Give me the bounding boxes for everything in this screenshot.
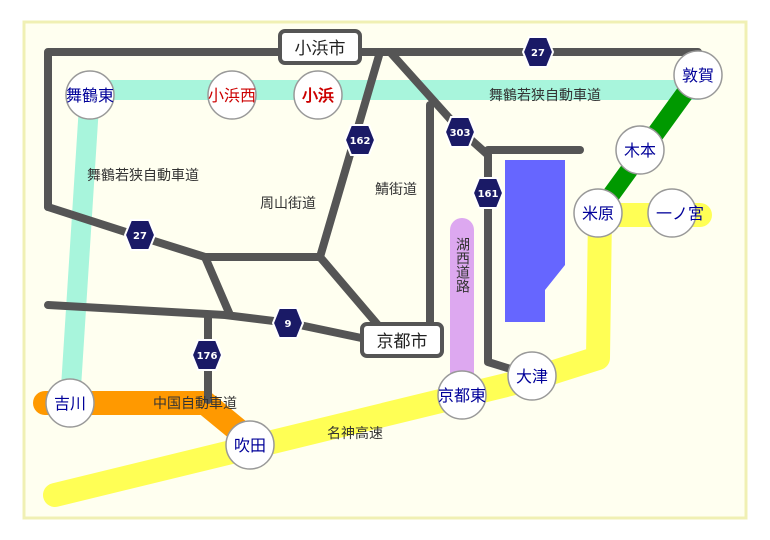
- ic-circle: [507, 351, 557, 401]
- ic-name: 大津: [516, 367, 548, 386]
- expressway-maizuru-wakasa-left: [60, 80, 100, 413]
- ic-circle: [673, 50, 723, 100]
- ic-yoshikawa: 吉川: [45, 378, 95, 428]
- ic-circle: [65, 70, 115, 120]
- ic-kinomoto: 木本: [615, 125, 665, 175]
- route-number: 27: [133, 231, 147, 242]
- road-label-kosei: 湖西道路: [454, 237, 470, 293]
- ic-name: 木本: [624, 141, 656, 160]
- ic-name: 小浜西: [208, 86, 256, 105]
- road-9: [44, 301, 399, 349]
- ic-circle: [207, 70, 257, 120]
- ic-name: 敦賀: [682, 66, 714, 85]
- ic-circle: [573, 188, 623, 238]
- ic-obama: 小浜: [293, 70, 343, 120]
- ic-circle: [45, 378, 95, 428]
- route-number: 27: [531, 48, 545, 59]
- route-badge-162: 162: [343, 124, 377, 156]
- route-badge-shape: [471, 177, 505, 209]
- ic-circle: [293, 70, 343, 120]
- route-number: 176: [197, 351, 218, 362]
- map-frame: [22, 20, 748, 520]
- route-number: 161: [478, 189, 499, 200]
- route-badge-shape: [443, 116, 477, 148]
- ic-name: 吉川: [54, 394, 86, 413]
- ic-suita: 吹田: [225, 420, 275, 470]
- ic-circle: [615, 125, 665, 175]
- ic-maizuru-higashi: 舞鶴東: [65, 70, 115, 120]
- route-badge-303: 303: [443, 116, 477, 148]
- ic-circle: [225, 420, 275, 470]
- ic-tsuruga: 敦賀: [673, 50, 723, 100]
- ic-name: 舞鶴東: [66, 86, 114, 105]
- road-labels: 舞鶴若狭自動車道 舞鶴若狭自動車道 周山街道 鯖街道 湖西道路 中国自動車道 名…: [87, 87, 601, 442]
- ic-name: 京都東: [438, 386, 486, 405]
- route-badge-shape: [123, 219, 157, 251]
- city-kyoto: 京都市: [360, 322, 444, 358]
- ic-kyoto-higashi: 京都東: [437, 370, 487, 420]
- ic-circle: [437, 370, 487, 420]
- route-number: 162: [350, 136, 371, 147]
- ic-circle: [647, 188, 697, 238]
- national-road-layer: [44, 48, 702, 404]
- city-box-frame: [360, 322, 444, 358]
- route-badge-27-left: 27: [123, 219, 157, 251]
- ic-name: 吹田: [234, 436, 266, 455]
- route-badge-shape: [271, 307, 305, 339]
- ic-ichinomiya: 一ノ宮: [647, 188, 704, 238]
- road-link-a: [201, 253, 234, 319]
- city-box-frame: [278, 29, 362, 65]
- road-label-maizuru-wakasa-top: 舞鶴若狭自動車道: [489, 87, 601, 104]
- city-name: 小浜市: [295, 39, 346, 59]
- city-obama: 小浜市: [278, 29, 362, 65]
- city-name: 京都市: [377, 332, 428, 352]
- route-badge-27-top: 27: [521, 36, 555, 68]
- ic-name: 米原: [582, 204, 614, 223]
- route-number: 9: [285, 319, 292, 330]
- route-badge-9: 9: [271, 307, 305, 339]
- route-badge-shape: [343, 124, 377, 156]
- road-label-meishin: 名神高速: [327, 425, 383, 442]
- road-label-maizuru-wakasa-left: 舞鶴若狭自動車道: [87, 167, 199, 184]
- road-label-saba: 鯖街道: [375, 182, 417, 198]
- route-number: 303: [450, 128, 471, 139]
- route-badge-176: 176: [190, 339, 224, 371]
- route-badge-161: 161: [471, 177, 505, 209]
- ic-otsu: 大津: [507, 351, 557, 401]
- route-badge-shape: [521, 36, 555, 68]
- route-badge-shape: [190, 339, 224, 371]
- ic-obama-nishi: 小浜西: [207, 70, 257, 120]
- lake-biwa: [505, 160, 565, 322]
- route-badges: 27 27 162 303 161 9 176: [123, 36, 555, 371]
- road-label-chugoku: 中国自動車道: [153, 395, 237, 412]
- ic-maibara: 米原: [573, 188, 623, 238]
- road-label-shuzan: 周山街道: [260, 196, 316, 212]
- ic-name: 一ノ宮: [656, 204, 704, 223]
- ic-name: 小浜: [302, 86, 334, 105]
